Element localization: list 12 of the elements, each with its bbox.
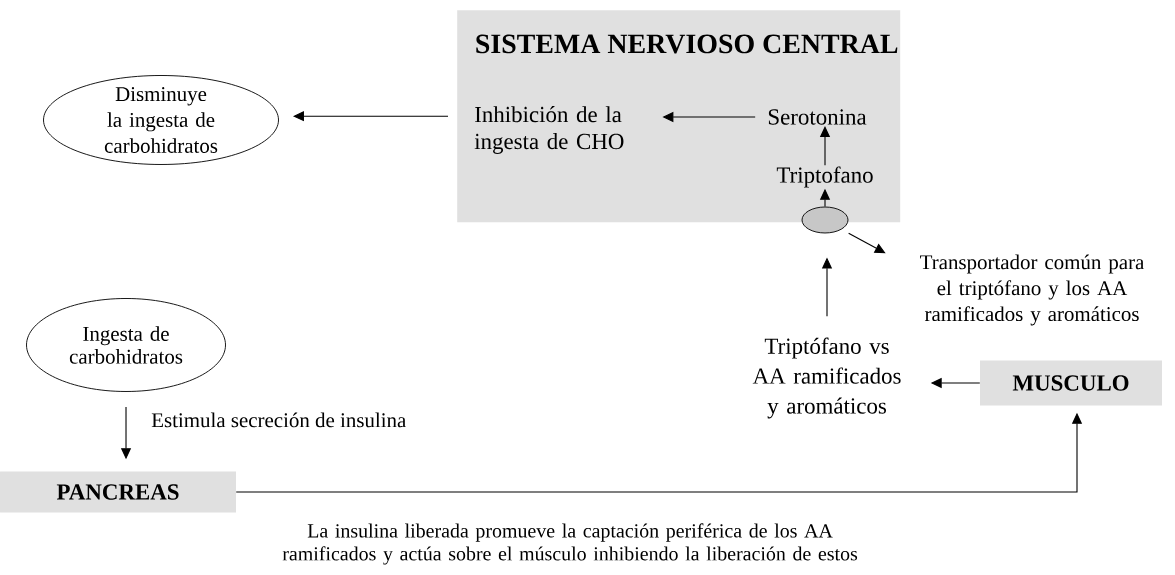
- arrow: [293, 111, 449, 122]
- annotation-text: Transportador común para el triptófano y los AA ramificados y aromáticos: [920, 254, 1145, 326]
- edge-label: Estimula secreción de insulina: [150, 411, 408, 429]
- organ-box: MUSCULO: [980, 360, 1162, 406]
- process-text: Triptofano: [776, 166, 873, 188]
- process-text: Serotonina: [768, 109, 867, 125]
- organ-box: PANCREAS: [0, 471, 236, 513]
- process-text: Triptófano vs AA ramificados y aromáticos: [752, 337, 901, 419]
- process-text: Inhibición de la ingesta de CHO: [474, 106, 624, 154]
- transporter-ellipse: [801, 206, 849, 234]
- caption-text: La insulina liberada promueve la captación periférica de los AA ramificados y actúa sobre el músculo inhibiendo la liberación de estos: [282, 523, 858, 565]
- arrow: [848, 232, 886, 254]
